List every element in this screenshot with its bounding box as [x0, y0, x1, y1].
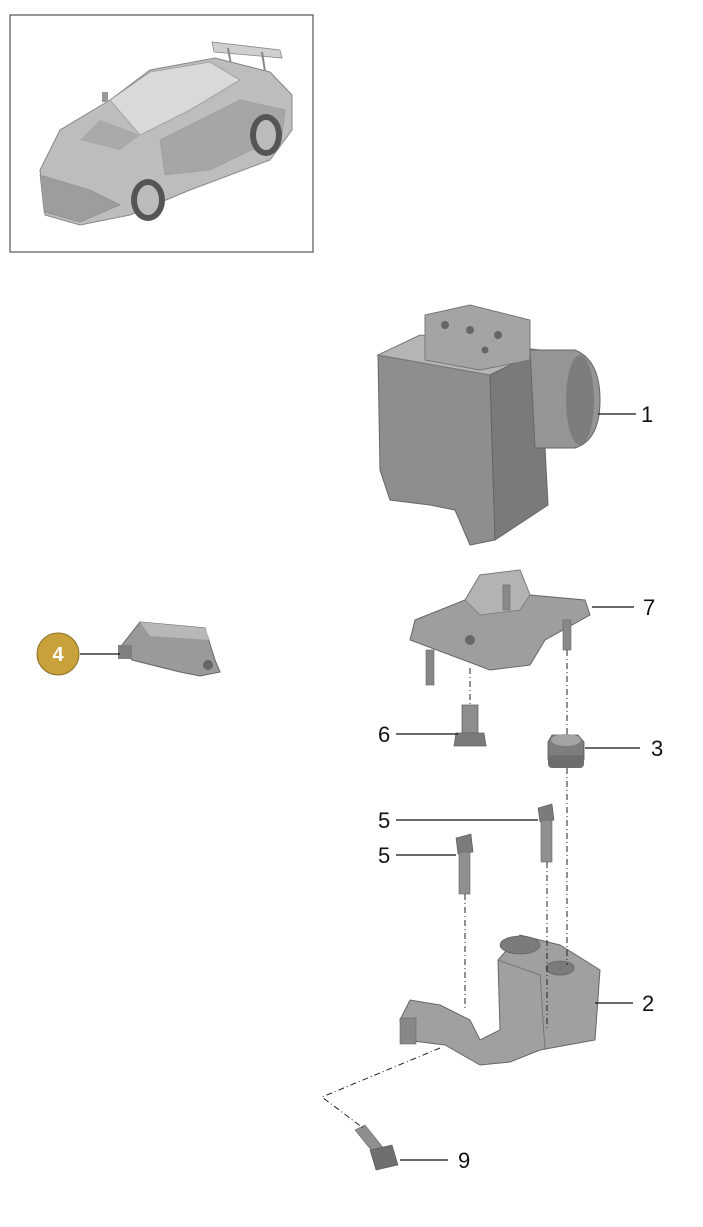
abs-control-unit[interactable]	[376, 304, 601, 546]
callout-1[interactable]: 1	[641, 402, 653, 427]
assembly-lines	[321, 650, 568, 1129]
callout-6[interactable]: 6	[378, 722, 390, 747]
highlight-circle	[36, 632, 80, 676]
callout-5b[interactable]: 5	[378, 843, 390, 868]
yaw-rate-sensor[interactable]	[118, 621, 221, 677]
bolt-part-9[interactable]	[354, 1124, 399, 1171]
bolt-part-5a[interactable]	[537, 803, 555, 863]
support-bracket[interactable]	[399, 934, 601, 1066]
callout-3[interactable]: 3	[651, 736, 663, 761]
rubber-mount[interactable]	[547, 734, 585, 768]
callout-4-badge[interactable]: 4	[36, 632, 80, 676]
bolt-part-6[interactable]	[453, 704, 487, 747]
car-icon	[39, 41, 293, 226]
leader-lines	[80, 413, 640, 1161]
callout-9[interactable]: 9	[458, 1148, 470, 1173]
mounting-bracket[interactable]	[409, 569, 591, 686]
callout-5a[interactable]: 5	[378, 808, 390, 833]
callout-7[interactable]: 7	[643, 595, 655, 620]
car-thumbnail[interactable]	[9, 14, 314, 253]
callout-4[interactable]: 4	[52, 644, 64, 666]
bolt-part-5b[interactable]	[455, 833, 474, 895]
callout-2[interactable]: 2	[642, 991, 654, 1016]
